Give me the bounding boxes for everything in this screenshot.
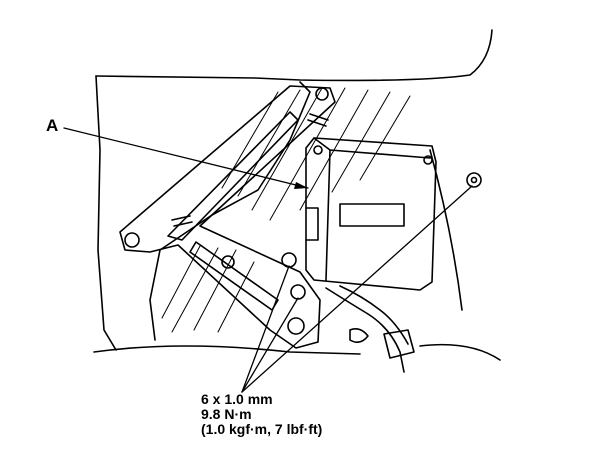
control-unit-box [305, 137, 437, 291]
wire-harness [325, 287, 405, 373]
body-panel-right-curve [429, 149, 463, 311]
control-unit-side-edge [325, 149, 331, 281]
control-unit-screw [313, 145, 323, 155]
spec-leader-lower-nut [241, 297, 299, 393]
harness-clip [349, 328, 369, 344]
control-unit-screw [423, 155, 433, 165]
bracket-nut [290, 284, 306, 300]
mounting-bracket [119, 85, 336, 349]
fastener-spec: 6 x 1.0 mm 9.8 N·m (1.0 kgf·m, 7 lbf·ft) [201, 392, 322, 437]
harness-connector [383, 329, 415, 359]
fastener-nut-center [470, 176, 478, 184]
bracket-hole [221, 255, 235, 269]
panel-hatching [161, 87, 411, 333]
bracket-slot-upper [167, 111, 299, 241]
bracket-hole [287, 317, 305, 335]
bracket-hole [124, 232, 140, 248]
body-panel-left-edge [95, 75, 117, 351]
bracket-nut [281, 252, 297, 268]
callout-a-leader [63, 127, 309, 189]
spec-leader-upper-nut [241, 265, 290, 393]
control-unit-label [339, 203, 405, 227]
fastener-size: 6 x 1.0 mm [201, 391, 273, 407]
panel-inner-contour [149, 81, 311, 341]
body-panel-outline [95, 29, 493, 82]
fastener-torque-alt: (1.0 kgf·m, 7 lbf·ft) [201, 421, 323, 437]
fastener-torque-nm: 9.8 N·m [201, 406, 252, 422]
callout-label-a: A [46, 116, 59, 135]
bracket-hole [315, 87, 329, 101]
fastener-nut [466, 172, 482, 188]
control-unit-connector [305, 207, 319, 241]
callout-a-arrowhead [294, 182, 308, 189]
lower-hose-curve [419, 343, 501, 361]
body-panel-bottom [93, 345, 361, 355]
spec-leader-right-nut [241, 185, 473, 393]
stud-bolt [307, 113, 329, 127]
stud-bolt [171, 215, 193, 227]
